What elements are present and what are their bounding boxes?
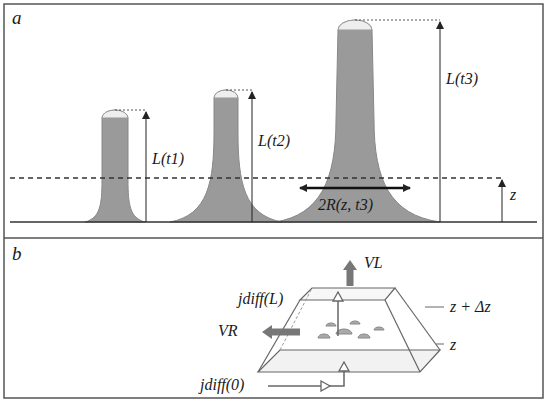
height-label: L(t3) (446, 70, 478, 88)
velocity-label: VL (364, 254, 383, 272)
radius-label: 2R(z, t3) (318, 196, 373, 214)
height-label: z (510, 186, 516, 204)
height-label: L(t2) (258, 132, 290, 150)
panel-letter: a (12, 8, 22, 29)
height-label: L(t1) (152, 150, 184, 168)
velocity-label: VR (218, 322, 238, 340)
level-label: z + Δz (450, 298, 491, 316)
level-label: z (450, 336, 456, 354)
panel-letter: b (12, 244, 22, 265)
flux-label: jdiff(0) (200, 376, 244, 394)
flux-label: jdiff(L) (238, 290, 283, 308)
